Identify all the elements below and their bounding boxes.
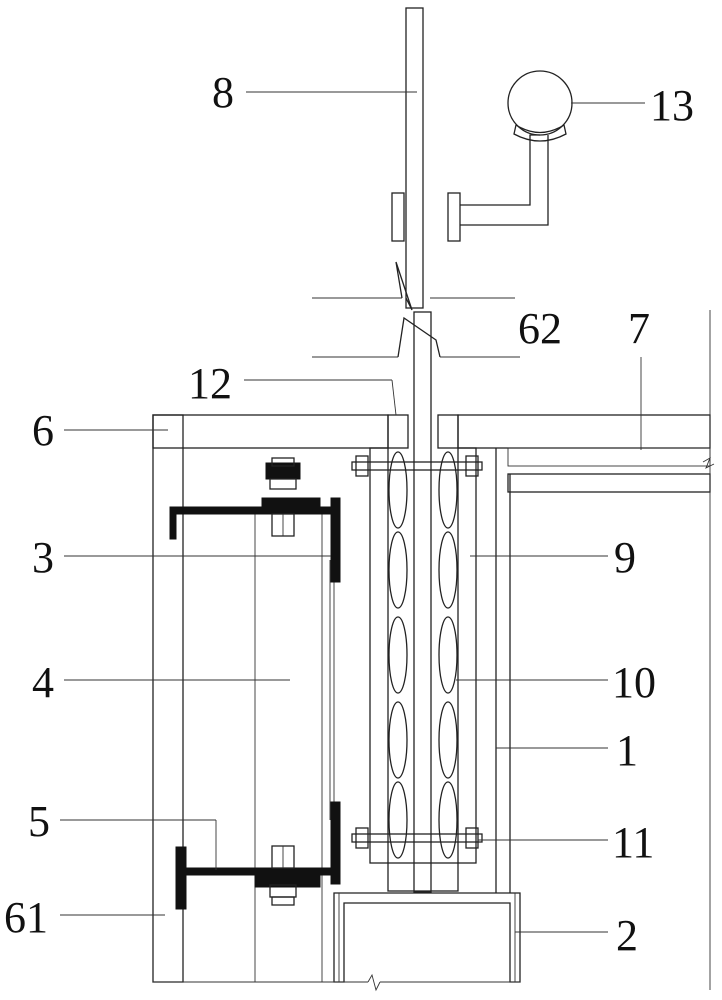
- column-4: [254, 510, 335, 982]
- label-3: 3: [32, 533, 54, 582]
- inner-panel-9: [369, 447, 477, 864]
- steel-bracket-3: [169, 457, 341, 583]
- label-6: 6: [32, 406, 54, 455]
- label-5: 5: [28, 797, 50, 846]
- label-4: 4: [32, 658, 54, 707]
- channel-2: [333, 892, 521, 983]
- label-2: 2: [616, 911, 638, 960]
- label-61: 61: [4, 893, 48, 942]
- glass-panel-8: [405, 7, 432, 893]
- label-9: 9: [614, 533, 636, 582]
- steel-bracket-5: [175, 801, 341, 910]
- handrail-13: [391, 70, 573, 242]
- sealant-12: [387, 414, 459, 449]
- label-11: 11: [612, 818, 654, 867]
- label-13: 13: [650, 81, 694, 130]
- bottom-boundary: [153, 973, 520, 992]
- label-12: 12: [188, 359, 232, 408]
- bolt-11: [351, 455, 483, 849]
- label-7: 7: [628, 304, 650, 353]
- floor-finish-7: [507, 310, 715, 990]
- label-8: 8: [212, 68, 234, 117]
- reference-labels: 8 13 62 7 12 6 3 9 4 10 1 5 11 61 2: [4, 68, 694, 960]
- label-10: 10: [612, 658, 656, 707]
- frame-1: [495, 448, 511, 893]
- bottom-fill: [387, 862, 459, 892]
- gasket-10: [388, 451, 458, 859]
- leader-lines: [60, 91, 645, 933]
- label-1: 1: [616, 726, 638, 775]
- label-62: 62: [518, 304, 562, 353]
